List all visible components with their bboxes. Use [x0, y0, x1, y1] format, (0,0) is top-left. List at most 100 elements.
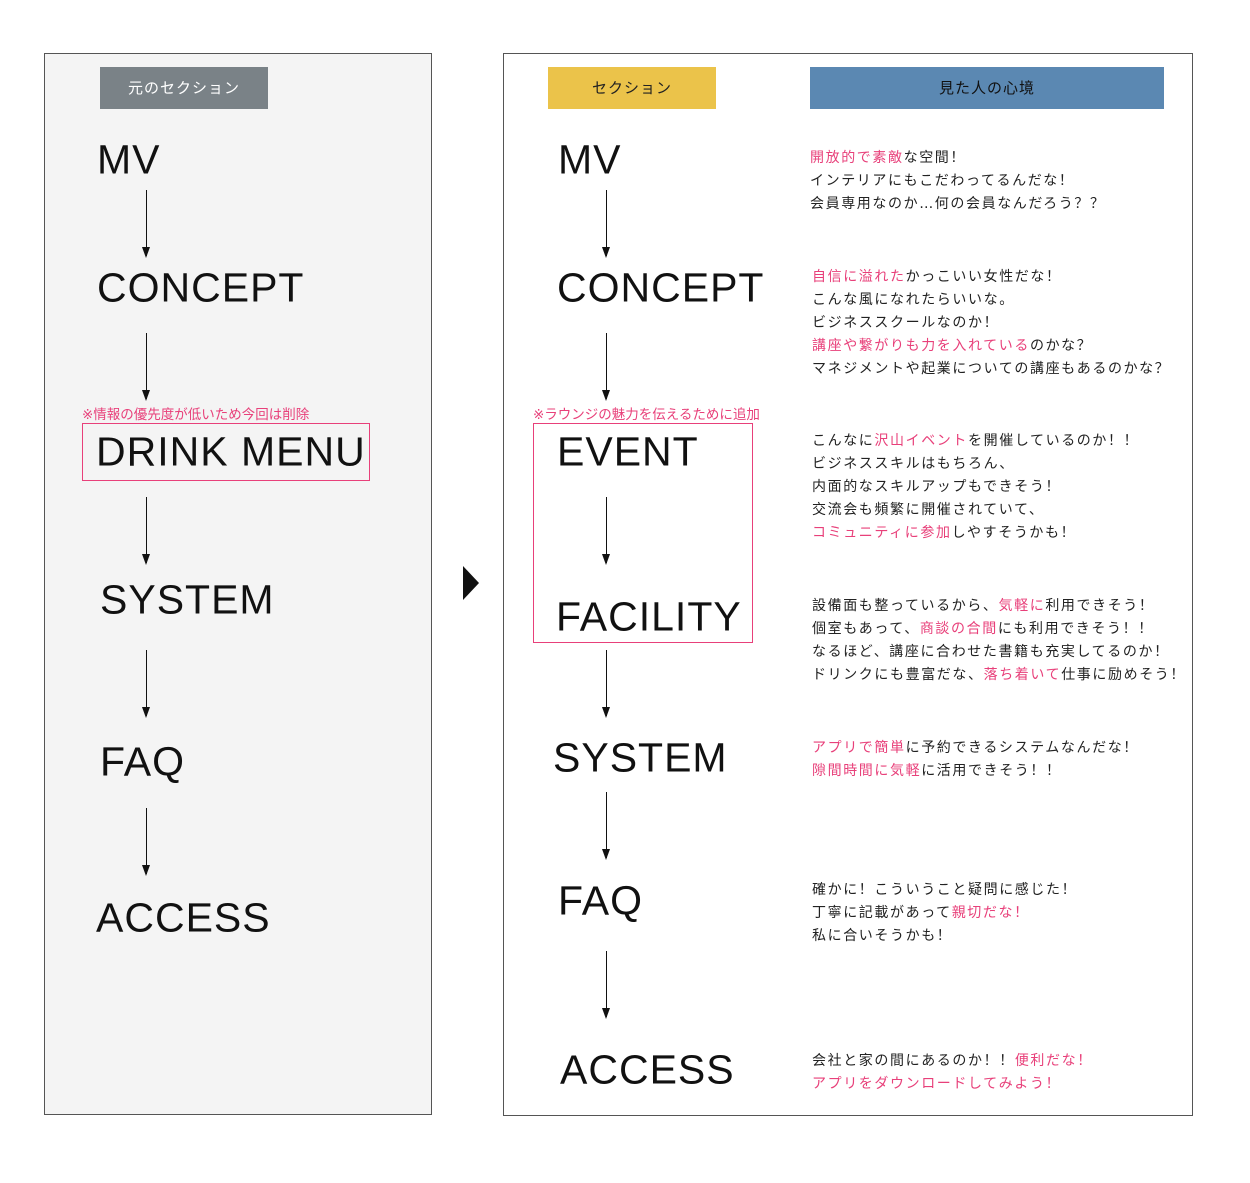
highlighted-text: 自信に溢れた [812, 269, 906, 285]
section-header: セクション [548, 67, 716, 109]
comment-line: 講座や繋がりも力を入れているのかな？ [812, 335, 1170, 358]
comment-line: なるほど、講座に合わせた書籍も充実してるのか！ [812, 641, 1186, 664]
comment-line: 内面的なスキルアップもできそう！ [812, 476, 1139, 499]
comment-text: 仕事に励めそう！ [1061, 667, 1187, 683]
comment-line: 会員専用なのか…何の会員なんだろう？？ [810, 193, 1106, 216]
deleted-section-box [82, 423, 370, 481]
arrow-down-icon [142, 333, 150, 401]
comment-line: こんなに沢山イベントを開催しているのか！！ [812, 430, 1139, 453]
revised-sections-panel [503, 53, 1193, 1116]
comment-line: アプリをダウンロードしてみよう！ [812, 1073, 1093, 1096]
viewer-comment-faq: 確かに！こういうこと疑問に感じた！ 丁寧に記載があって親切だな！ 私に合いそうかも！ [812, 879, 1077, 948]
comment-text: 設備面も整っているから、 [812, 598, 999, 614]
comment-text: インテリアにもこだわってるんだな！ [810, 173, 1075, 189]
viewer-comment-system: アプリで簡単に予約できるシステムなんだな！隙間時間に気軽に活用できそう！！ [812, 737, 1139, 783]
comment-line: 会社と家の間にあるのか！！便利だな！ [812, 1050, 1093, 1073]
arrow-down-icon [602, 497, 610, 565]
comment-line: 丁寧に記載があって親切だな！ [812, 902, 1077, 925]
arrow-down-icon [142, 497, 150, 565]
right-section-facility: FACILITY [556, 593, 742, 640]
comment-line: 個室もあって、商談の合間にも利用できそう！！ [812, 618, 1186, 641]
comment-text: 確かに！こういうこと疑問に感じた！ [812, 882, 1078, 898]
comment-text: 会社と家の間にあるのか！！ [812, 1053, 1015, 1069]
highlighted-text: 気軽に [998, 598, 1046, 614]
comment-line: こんな風になれたらいいな。 [812, 289, 1170, 312]
comment-text: 会員専用なのか…何の会員なんだろう？？ [810, 196, 1106, 212]
comment-text: な空間！ [903, 150, 967, 166]
comment-line: マネジメントや起業についての講座もあるのかな？ [812, 358, 1170, 381]
left-section-faq: FAQ [100, 738, 186, 785]
original-sections-panel [44, 53, 432, 1115]
highlighted-text: 沢山イベント [874, 433, 969, 449]
comment-text: ビジネススクールなのか！ [812, 315, 1000, 331]
comment-text: 丁寧に記載があって [812, 905, 952, 921]
comment-line: ドリンクにも豊富だな、落ち着いて仕事に励めそう！ [812, 664, 1186, 687]
viewer-comment-event: こんなに沢山イベントを開催しているのか！！ ビジネススキルはもちろん、内面的なスキ… [812, 430, 1139, 545]
arrow-down-icon [142, 650, 150, 718]
comment-text: なるほど、講座に合わせた書籍も充実してるのか！ [812, 644, 1170, 660]
viewer-comment-access: 会社と家の間にあるのか！！便利だな！ アプリをダウンロードしてみよう！ [812, 1050, 1093, 1096]
highlighted-text: 開放的で素敵 [810, 150, 904, 166]
highlighted-text: コミュニティに参加 [812, 525, 952, 541]
added-sections-box [533, 423, 753, 643]
comment-text: にも利用できそう！！ [997, 621, 1154, 637]
comment-text: こんなに [812, 433, 875, 449]
comment-text: 内面的なスキルアップもできそう！ [812, 479, 1062, 495]
comment-text: に活用できそう！！ [921, 763, 1062, 779]
comment-line: 自信に溢れたかっこいい女性だな！ [812, 266, 1170, 289]
comment-text: 私に合いそうかも！ [812, 928, 953, 944]
comment-text: かっこいい女性だな！ [905, 269, 1062, 285]
comment-text: 交流会も頻繁に開催されていて、 [812, 502, 1045, 518]
right-section-mv: MV [558, 136, 622, 183]
arrow-down-icon [142, 808, 150, 876]
comment-text: こんな風になれたらいいな。 [812, 292, 1015, 308]
highlighted-text: 講座や繋がりも力を入れている [812, 338, 1030, 354]
comment-text: 個室もあって、 [812, 621, 920, 637]
viewer-comment-facility: 設備面も整っているから、気軽に利用できそう！個室もあって、商談の合間にも利用でき… [812, 595, 1186, 687]
highlighted-text: アプリで簡単 [812, 740, 906, 756]
comment-text: ビジネススキルはもちろん、 [812, 456, 1015, 472]
right-section-system: SYSTEM [553, 734, 728, 781]
comment-text: しやすそうかも！ [951, 525, 1077, 541]
highlighted-text: 親切だな！ [951, 905, 1030, 921]
comment-line: 交流会も頻繁に開催されていて、 [812, 499, 1139, 522]
comment-text: を開催しているのか！！ [968, 433, 1140, 449]
right-section-access: ACCESS [560, 1046, 735, 1093]
arrow-down-icon [602, 951, 610, 1019]
highlighted-text: 便利だな！ [1014, 1053, 1093, 1069]
triangle-right-icon [463, 566, 479, 600]
comment-text: マネジメントや起業についての講座もあるのかな？ [812, 361, 1171, 377]
viewer-comment-mv: 開放的で素敵な空間！ インテリアにもこだわってるんだな！ 会員専用なのか…何の会員な… [810, 147, 1106, 216]
comment-text: 利用できそう！ [1045, 598, 1155, 614]
highlighted-text: アプリをダウンロードしてみよう！ [812, 1076, 1062, 1092]
arrow-down-icon [602, 650, 610, 718]
comment-line: 隙間時間に気軽に活用できそう！！ [812, 760, 1139, 783]
comment-line: 設備面も整っているから、気軽に利用できそう！ [812, 595, 1186, 618]
arrow-down-icon [602, 333, 610, 401]
comment-line: インテリアにもこだわってるんだな！ [810, 170, 1106, 193]
right-section-concept: CONCEPT [557, 264, 765, 311]
left-section-mv: MV [97, 136, 161, 183]
arrow-down-icon [602, 190, 610, 258]
comment-line: コミュニティに参加しやすそうかも！ [812, 522, 1139, 545]
arrow-down-icon [602, 792, 610, 860]
left-section-access: ACCESS [96, 894, 271, 941]
right-section-event: EVENT [557, 428, 699, 475]
highlighted-text: 商談の合間 [919, 621, 998, 637]
left-section-concept: CONCEPT [97, 264, 305, 311]
comment-text: に予約できるシステムなんだな！ [905, 740, 1139, 756]
comment-text: のかな？ [1029, 338, 1093, 354]
comment-line: 開放的で素敵な空間！ [810, 147, 1106, 170]
comment-line: ビジネススクールなのか！ [812, 312, 1170, 335]
original-sections-header: 元のセクション [100, 67, 268, 109]
comment-line: ビジネススキルはもちろん、 [812, 453, 1139, 476]
left-section-drink-menu: DRINK MENU [96, 428, 366, 475]
comment-line: 私に合いそうかも！ [812, 925, 1077, 948]
viewer-comment-concept: 自信に溢れたかっこいい女性だな！ こんな風になれたらいいな。ビジネススクールなのか… [812, 266, 1170, 381]
left-section-system: SYSTEM [100, 576, 275, 623]
deleted-note: ※情報の優先度が低いため今回は削除 [82, 407, 310, 423]
highlighted-text: 隙間時間に気軽 [812, 763, 922, 779]
added-note: ※ラウンジの魅力を伝えるために追加 [533, 407, 760, 423]
comment-line: アプリで簡単に予約できるシステムなんだな！ [812, 737, 1139, 760]
arrow-down-icon [142, 190, 150, 258]
